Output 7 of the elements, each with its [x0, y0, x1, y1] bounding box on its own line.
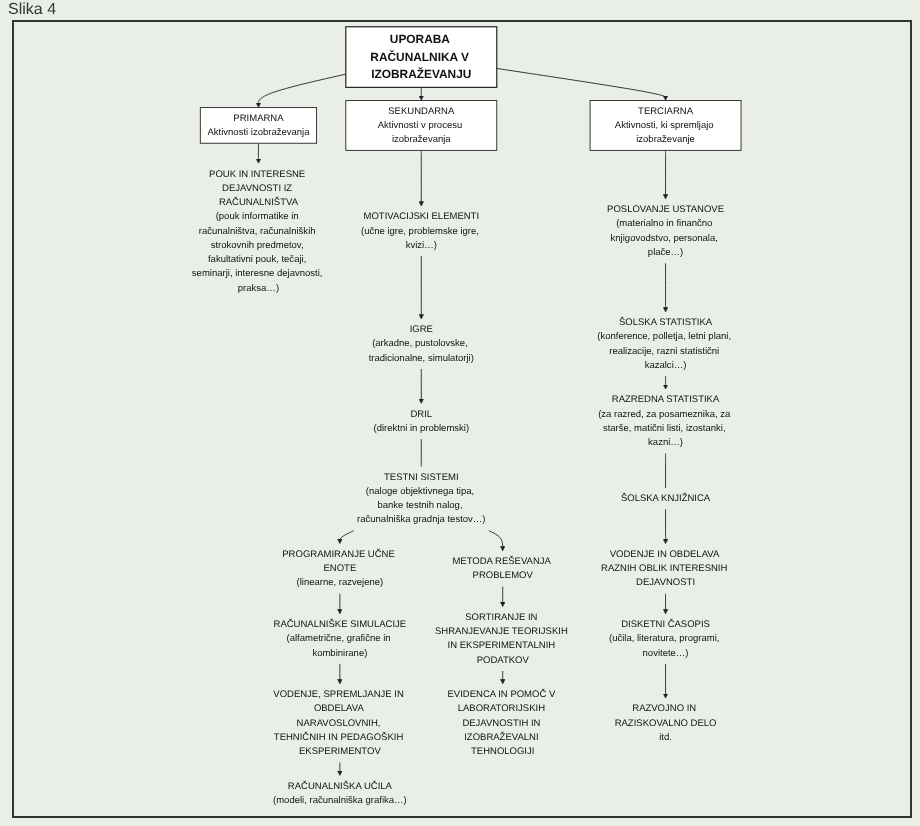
node-box [345, 100, 498, 151]
node-box [199, 107, 318, 144]
figure-label: Slika 4 [8, 0, 57, 18]
connector [665, 453, 666, 489]
connector [420, 438, 422, 467]
node-box [345, 26, 498, 88]
node-box [589, 100, 742, 151]
